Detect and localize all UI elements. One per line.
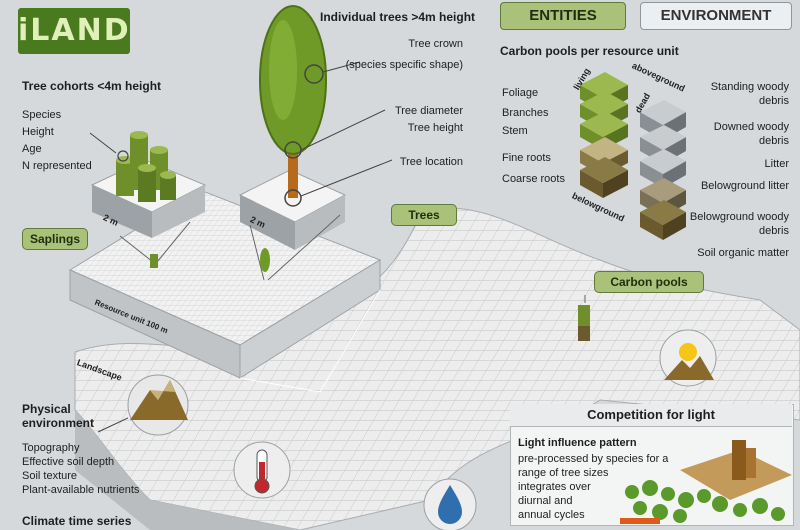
- pool-stem: Stem: [502, 125, 528, 137]
- tree-diameter-label: Tree diameter: [394, 105, 463, 117]
- physical-soil-depth: Effective soil depth: [22, 456, 115, 468]
- pool-coarse-roots: Coarse roots: [502, 173, 565, 185]
- light-desc-4: diurnal and: [518, 495, 573, 507]
- tab-entities[interactable]: ENTITIES: [500, 2, 626, 30]
- living-carbon-stack: [580, 72, 628, 198]
- small-tree-marker: [260, 248, 270, 272]
- sapling-marker: [150, 254, 158, 268]
- individual-title: Individual trees >4m height: [320, 10, 476, 24]
- carbon-pools-label[interactable]: Carbon pools: [594, 271, 704, 293]
- cohorts-title: Tree cohorts <4m height: [22, 79, 162, 93]
- tree-crown-note: (species specific shape): [345, 59, 463, 71]
- light-subtitle: Light influence pattern: [518, 437, 637, 449]
- physical-soil-texture: Soil texture: [22, 470, 78, 482]
- cohort-attr-n: N represented: [22, 160, 92, 172]
- saplings-label[interactable]: Saplings: [22, 228, 88, 250]
- climate-title: Climate time series: [22, 514, 132, 528]
- light-desc-3: integrates over: [518, 481, 591, 493]
- dead-carbon-stack: [640, 100, 686, 240]
- pool-litter: Litter: [764, 158, 789, 170]
- pool-belowground-litter: Belowground litter: [700, 180, 789, 192]
- physical-title: Physical environment: [22, 402, 95, 430]
- pool-fine-roots: Fine roots: [502, 152, 551, 164]
- sapling-cohort-cylinders: [116, 131, 176, 202]
- light-influence-pattern-graphic: [620, 440, 792, 524]
- cohort-attr-age: Age: [22, 143, 42, 155]
- tab-environment[interactable]: ENVIRONMENT: [640, 2, 792, 30]
- pool-belowground-woody-debris: Belowground woody debris: [689, 211, 789, 237]
- light-desc-1: pre-processed by species for a: [518, 453, 669, 465]
- pool-standing-woody-debris: Standing woody debris: [710, 81, 789, 107]
- tree-height-label: Tree height: [407, 122, 463, 134]
- pool-foliage: Foliage: [502, 87, 539, 99]
- cohort-attr-height: Height: [22, 126, 54, 138]
- cohort-attr-species: Species: [22, 109, 62, 121]
- physical-nutrients: Plant-available nutrients: [22, 484, 140, 496]
- physical-topography: Topography: [22, 442, 80, 454]
- tree-crown-label: Tree crown: [408, 38, 463, 50]
- light-desc-5: annual cycles: [518, 509, 585, 521]
- iland-logo: iLAND: [18, 8, 130, 54]
- pool-soil-organic-matter: Soil organic matter: [697, 247, 789, 259]
- tree-location-label: Tree location: [399, 156, 463, 168]
- tree-trunk: [288, 140, 298, 198]
- pool-branches: Branches: [502, 107, 549, 119]
- light-title: Competition for light: [510, 404, 792, 427]
- pool-downed-woody-debris: Downed woody debris: [713, 121, 789, 147]
- trees-label[interactable]: Trees: [391, 204, 457, 226]
- light-desc-2: range of tree sizes: [518, 467, 609, 479]
- carbon-title: Carbon pools per resource unit: [500, 44, 679, 58]
